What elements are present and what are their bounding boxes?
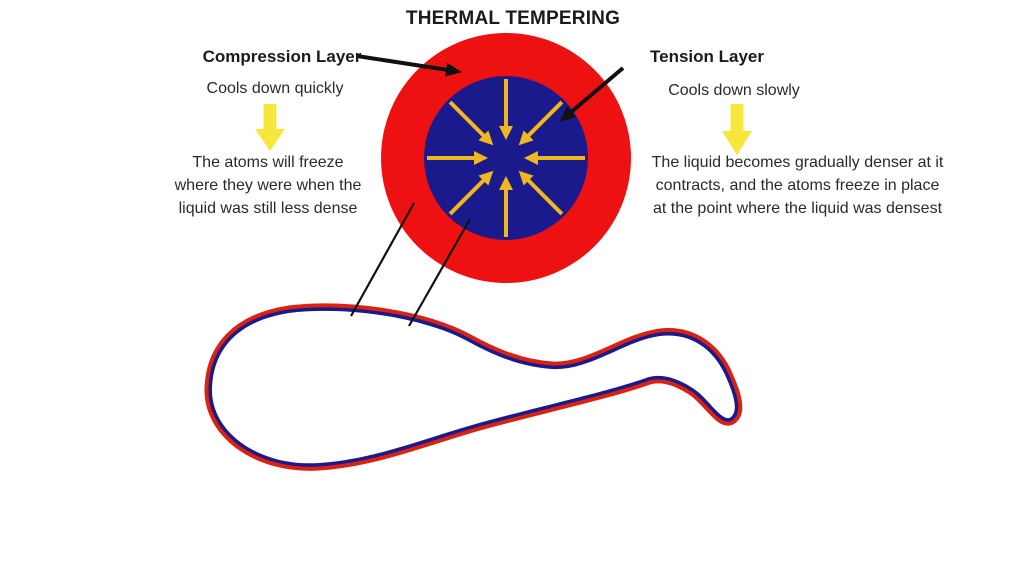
compression-layer-subheading: Cools down quickly — [206, 80, 344, 97]
down-arrow-icon — [722, 104, 752, 155]
tension-description-line: The liquid becomes gradually denser at i… — [651, 154, 944, 171]
drop-connector-line-inner — [408, 218, 471, 327]
inward-stress-arrow — [518, 170, 564, 216]
inward-stress-arrow — [518, 100, 564, 146]
compression-layer-heading: Compression Layer — [202, 47, 362, 66]
tension-description-line: at the point where the liquid was denses… — [652, 200, 943, 217]
tension-description-line: contracts, and the atoms freeze in place — [655, 177, 940, 194]
glass-drop — [204, 303, 743, 471]
inward-stress-arrows — [427, 79, 585, 237]
page-title: THERMAL TEMPERING — [405, 8, 621, 29]
glass-drop-body — [211, 310, 735, 464]
compression-pointer-arrow — [356, 54, 462, 77]
compression-description-line: The atoms will freeze — [192, 154, 344, 171]
drop-connector-line-outer — [350, 202, 415, 317]
tension-layer-subheading: Cools down slowly — [668, 82, 800, 99]
tension-layer-heading: Tension Layer — [650, 47, 764, 66]
inward-stress-arrow — [448, 100, 494, 146]
compression-description-line: liquid was still less dense — [178, 200, 358, 217]
inward-stress-arrow — [448, 170, 494, 216]
compression-layer-description: The atoms will freeze where they were wh… — [142, 151, 394, 220]
tension-layer-description: The liquid becomes gradually denser at i… — [630, 151, 965, 220]
down-arrow-icon — [255, 104, 285, 151]
compression-description-line: where they were when the — [174, 177, 362, 194]
tension-pointer-arrow — [559, 66, 625, 123]
